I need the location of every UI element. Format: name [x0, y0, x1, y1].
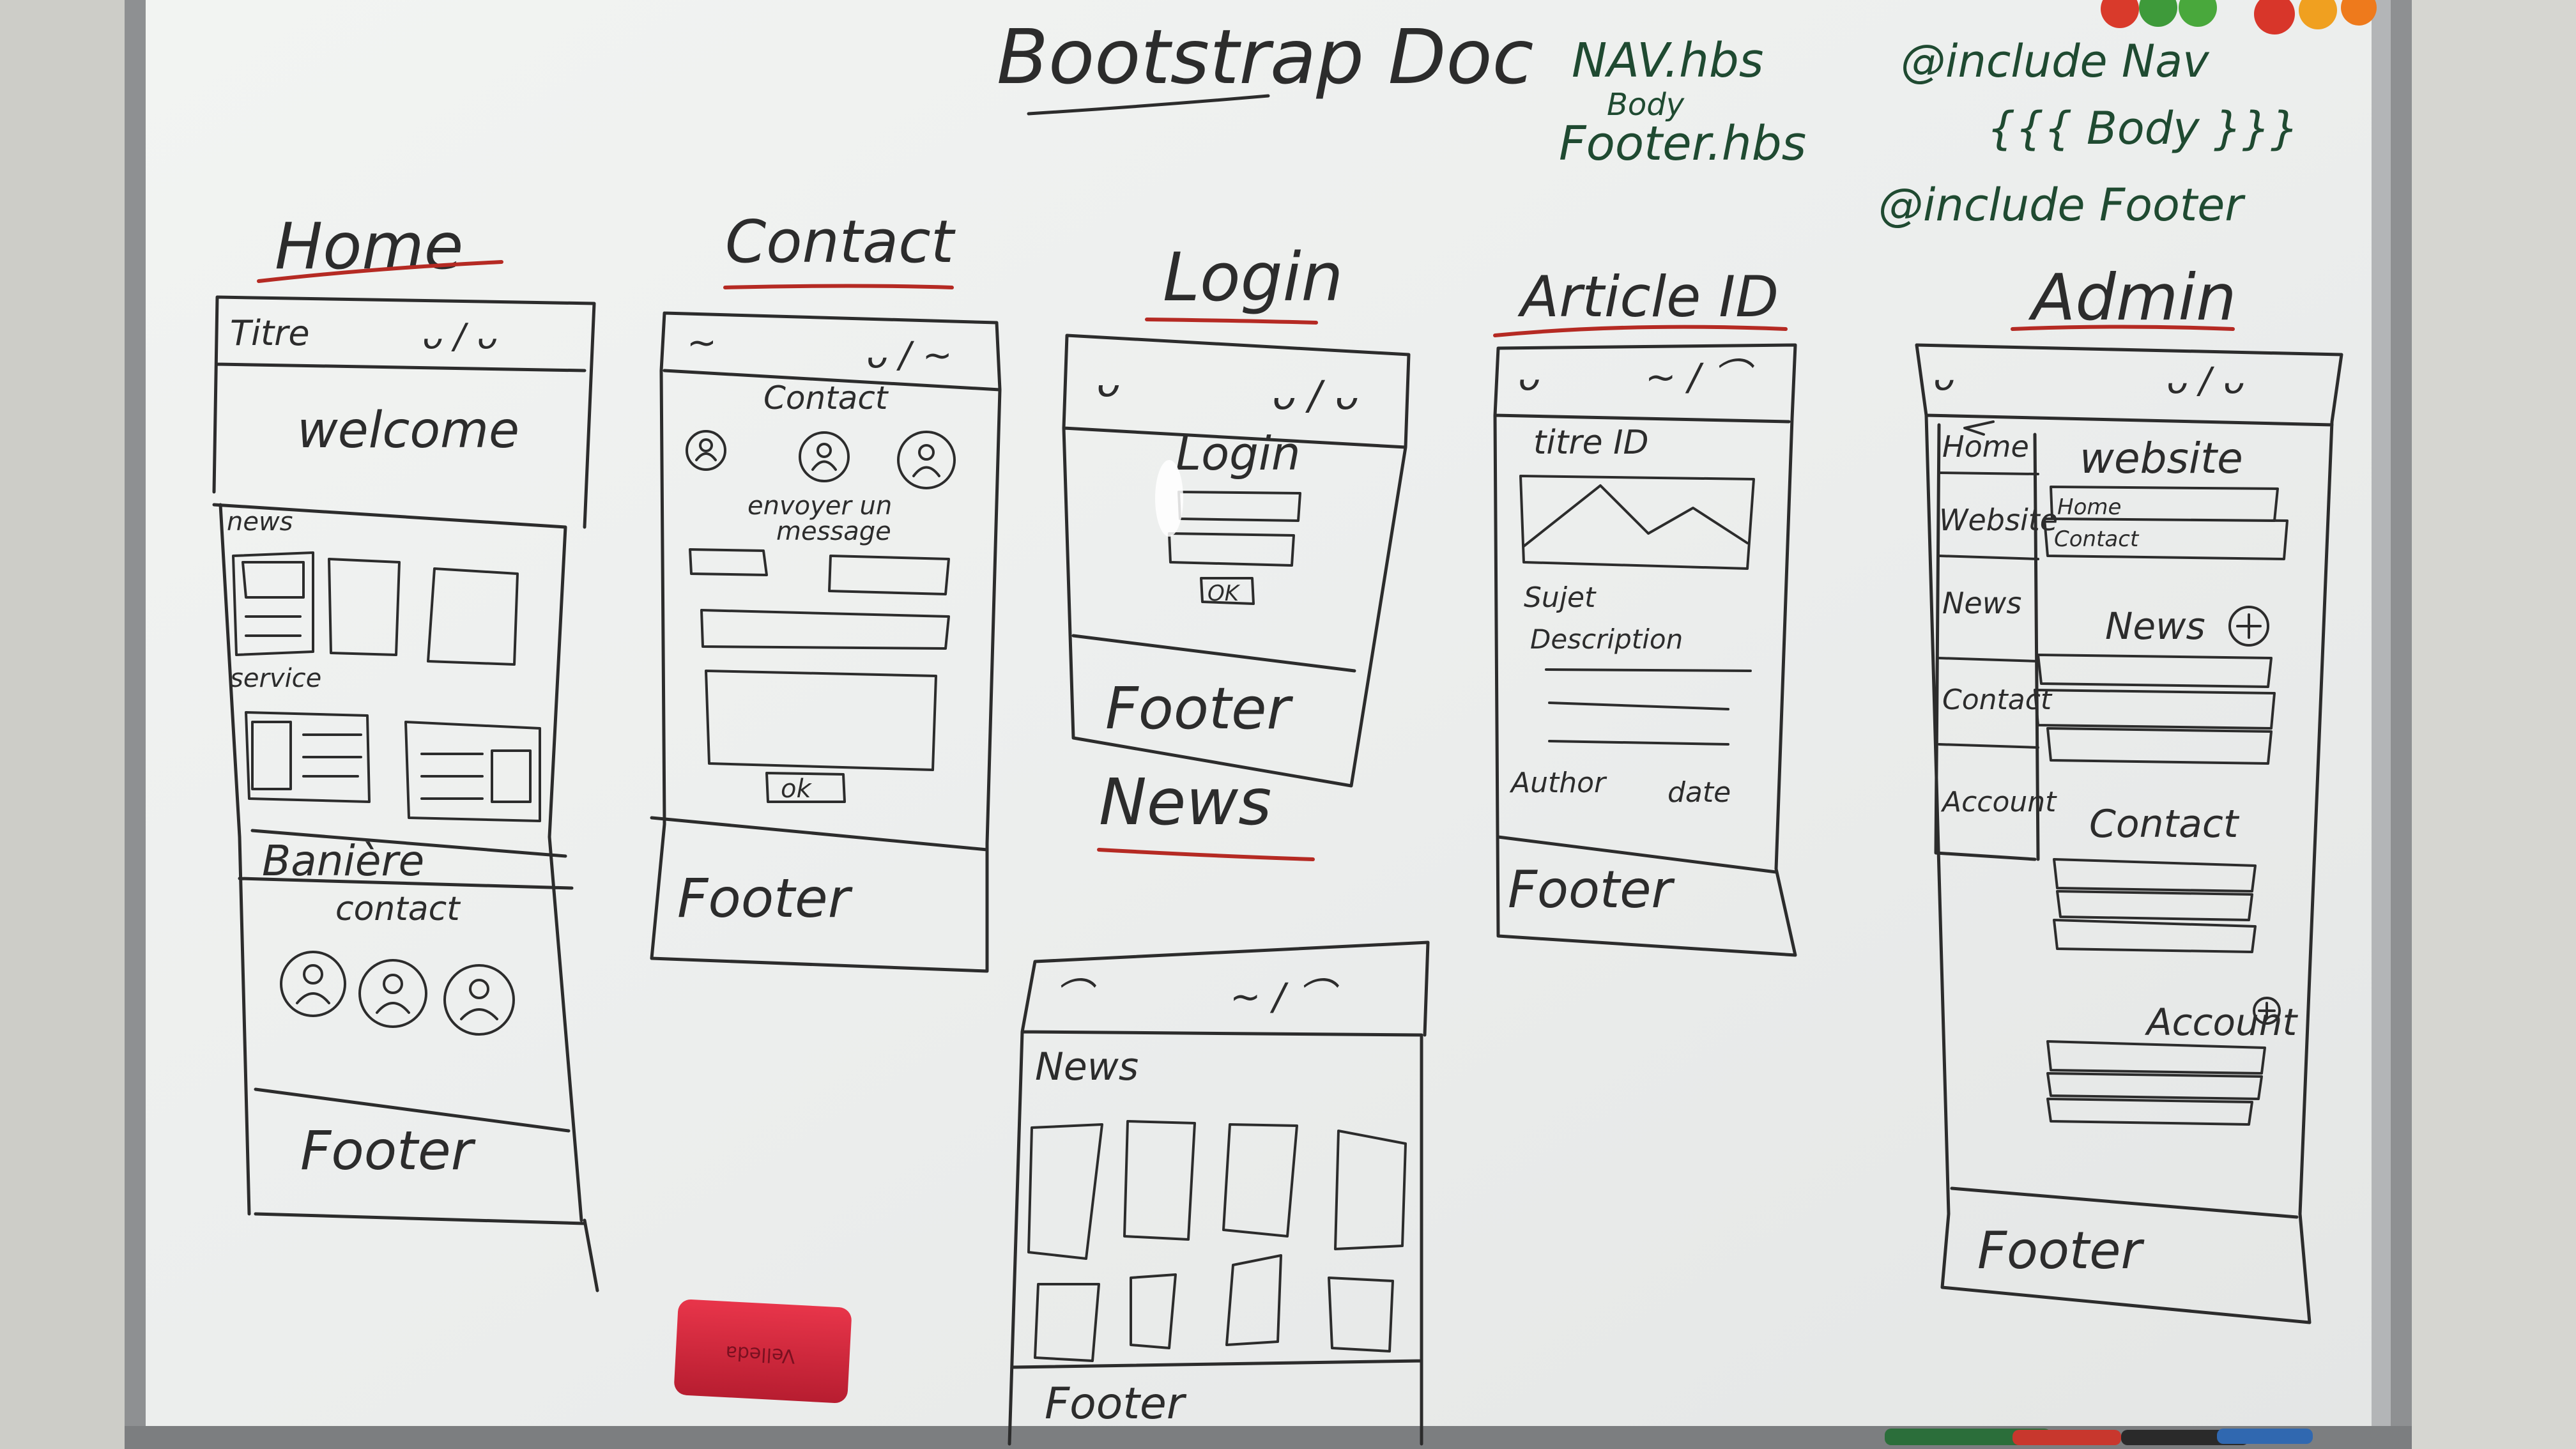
home-service-label: service: [230, 664, 321, 693]
admin-news-add-icon: [2228, 606, 2269, 647]
contact-title: Contact: [763, 379, 889, 417]
admin-sidebar-news: News: [1942, 586, 2021, 620]
article-subject: Sujet: [1524, 581, 1597, 614]
contact-nav-right: ᴗ / ~: [866, 335, 953, 376]
article-title: titre ID: [1533, 424, 1649, 462]
heading-news: News: [1099, 765, 1271, 839]
admin-sidebar-website: Website: [1939, 503, 2058, 537]
wireframe-login: Login ᴗ ᴗ / ᴗ Login OK Footer: [1062, 238, 1411, 788]
home-footer: Footer: [300, 1119, 476, 1182]
wireframe-home: Home Titre ᴗ / ᴗ welcome news service Ba…: [212, 209, 599, 1292]
home-contact-label: contact: [335, 890, 461, 928]
contact-avatars: [686, 430, 956, 489]
contact-message-line2: message: [776, 517, 891, 546]
home-nav-links: ᴗ / ᴗ: [422, 316, 498, 356]
admin-website-title: website: [2080, 434, 2243, 483]
home-nav-title: Titre: [230, 313, 310, 353]
login-footer: Footer: [1105, 675, 1294, 742]
template-body: {{{ Body }}}: [1987, 102, 2299, 155]
magnets: [2101, 0, 2377, 34]
marker-tray-items: [1885, 1429, 2313, 1445]
partial-footer: Footer.hbs: [1559, 116, 1806, 171]
admin-contact-title: Contact: [2089, 802, 2240, 847]
login-nav-left: ᴗ: [1096, 359, 1120, 406]
heading-login: Login: [1163, 238, 1343, 316]
partial-nav: NAV.hbs: [1572, 33, 1763, 88]
article-nav-left: ᴗ: [1517, 355, 1540, 399]
news-footer: Footer: [1045, 1379, 1187, 1429]
partial-body: Body: [1607, 87, 1685, 123]
news-nav-left: ⌒: [1054, 975, 1096, 1018]
admin-sidebar-account: Account: [1940, 786, 2057, 818]
whiteboard: [125, 0, 2412, 1449]
home-contact-avatars: [280, 951, 515, 1036]
eraser: Velleda: [674, 1300, 852, 1403]
heading-home: Home: [275, 209, 463, 284]
wireframe-news: News ⌒ ~ / ⌒ News Footer: [1008, 765, 1430, 1446]
template-include-footer: @include Footer: [1878, 179, 2246, 231]
article-date: date: [1667, 776, 1731, 809]
admin-footer: Footer: [1977, 1221, 2145, 1280]
article-description: Description: [1530, 624, 1683, 655]
wireframe-contact: Contact ~ ᴗ / ~ Contact envoyer un messa…: [650, 208, 1002, 973]
admin-sidebar-home: Home: [1942, 429, 2029, 464]
admin-website-row-home: Home: [2057, 494, 2121, 520]
home-news-label: news: [227, 507, 293, 537]
heading-article: Article ID: [1517, 264, 1779, 330]
article-nav-right: ~ / ⌒: [1645, 355, 1754, 399]
template-include-nav: @include Nav: [1901, 35, 2210, 88]
admin-account-title: Account: [2144, 1000, 2298, 1044]
news-nav-right: ~ / ⌒: [1230, 975, 1339, 1018]
svg-text:Velleda: Velleda: [725, 1341, 796, 1367]
board-title: Bootstrap Doc: [997, 13, 1534, 101]
contact-nav-left: ~: [687, 322, 717, 364]
contact-ok-button: ok: [781, 774, 812, 804]
wireframe-article: Article ID ᴗ ~ / ⌒ titre ID Sujet Descri…: [1493, 264, 1797, 957]
login-nav-right: ᴗ / ᴗ: [1271, 372, 1358, 418]
contact-message-line1: envoyer un: [747, 491, 892, 521]
admin-website-row-contact: Contact: [2054, 526, 2140, 552]
contact-footer: Footer: [677, 867, 853, 930]
home-welcome: welcome: [297, 402, 519, 459]
login-title: Login: [1176, 427, 1301, 480]
admin-nav-right: ᴗ / ᴗ: [2166, 360, 2244, 402]
admin-account-add-icon: [2253, 997, 2281, 1025]
login-ok-button: OK: [1208, 581, 1241, 606]
article-footer: Footer: [1508, 860, 1675, 919]
heading-admin: Admin: [2028, 260, 2236, 335]
admin-news-title: News: [2105, 604, 2205, 648]
news-title: News: [1035, 1045, 1138, 1089]
article-author: Author: [1509, 767, 1607, 799]
wireframe-admin: Admin ᴗ ᴗ / ᴗ Home Website News Contact …: [1915, 260, 2343, 1324]
heading-contact: Contact: [725, 208, 956, 276]
home-banner: Banière: [262, 836, 424, 885]
admin-nav-left: ᴗ: [1933, 357, 1954, 399]
